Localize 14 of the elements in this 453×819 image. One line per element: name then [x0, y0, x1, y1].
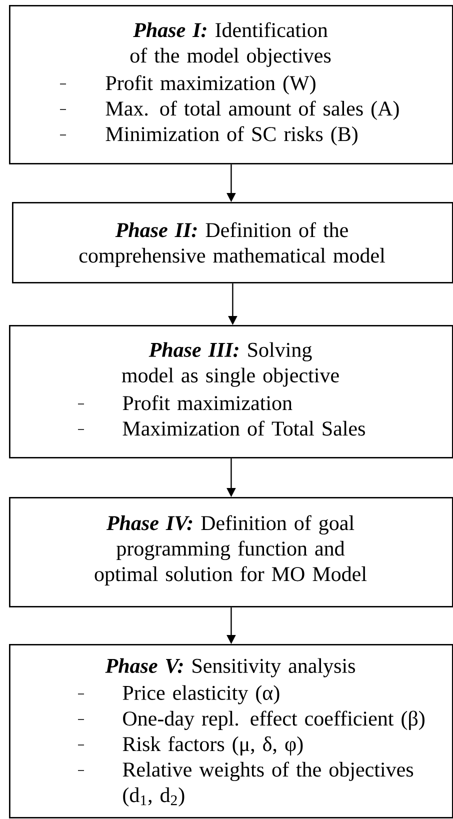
phase-heading: Phase I: Identification of the model objectives — [130, 22, 331, 67]
bullet-item: Profit maximization — [122, 395, 292, 410]
bullet-item: Relative weights of the objectives (d$_{1}$, d$_{2}$) — [122, 762, 414, 806]
bullet-item: Minimization of SC risks (B) — [106, 126, 358, 146]
phase-heading: Phase III: Solving model as single objective — [122, 342, 339, 387]
bullet-item: Price elasticity (α) — [122, 685, 280, 704]
phase-heading: Phase IV: Definition of goal programming function and optimal solution for MO Model — [94, 515, 367, 586]
phase-heading: Phase II: Definition of the comprehensive mathematical model — [79, 222, 385, 267]
bullet-item: Maximization of Total Sales — [122, 420, 365, 436]
phase-heading: Phase V: Sensitivity analysis — [105, 658, 355, 678]
bullet-item: Profit maximization (W) — [106, 75, 316, 94]
bullet-item: Risk factors (μ, δ, φ) — [122, 736, 303, 756]
bullet-item: Max. of total amount of sales (A) — [106, 100, 399, 120]
bullet-item: One-day repl. effect coefficient (β) — [123, 710, 424, 730]
